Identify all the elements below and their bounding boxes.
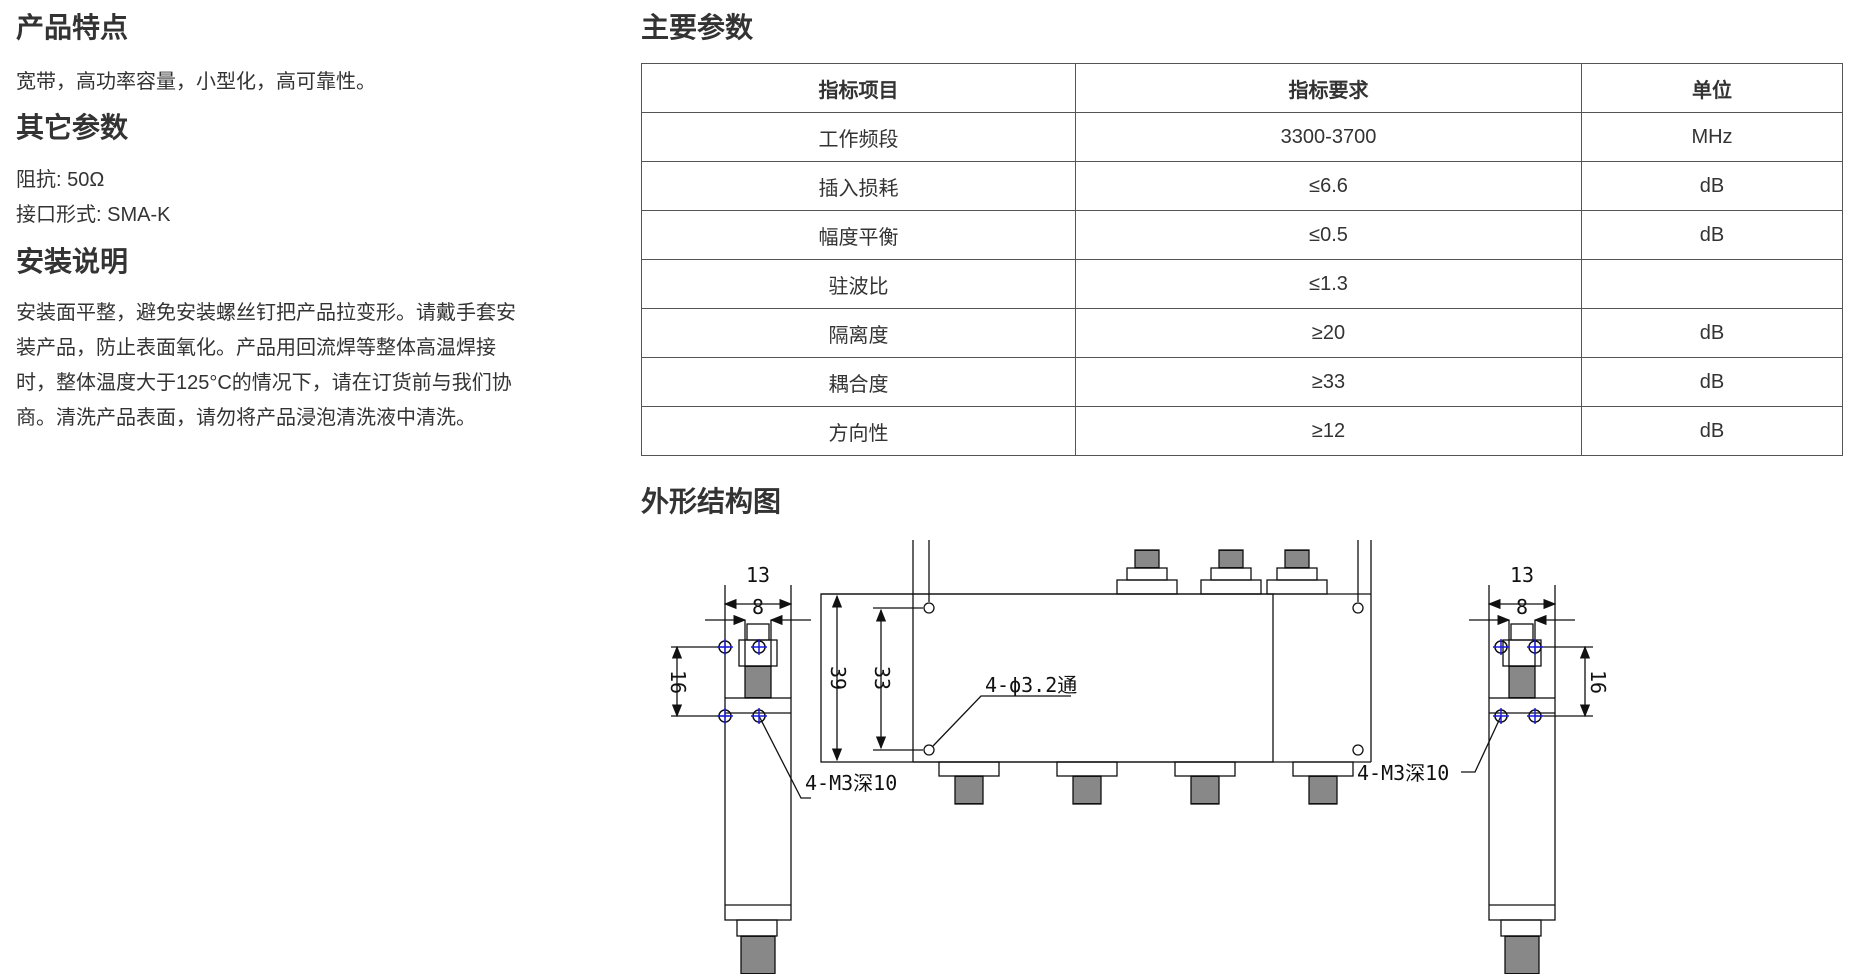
front-view <box>820 480 1372 805</box>
table-cell: 3300-3700 <box>1075 112 1582 162</box>
table-cell: dB <box>1581 406 1843 456</box>
hole-note: 4-ϕ3.2通 <box>985 673 1077 697</box>
table-cell: ≥33 <box>1075 357 1582 407</box>
outline-drawing: 13 8 13 8 105 99 16 16 39 33 4-ϕ3.2通 4-M… <box>641 463 1853 975</box>
features-title: 产品特点 <box>16 12 129 43</box>
table-row: 幅度平衡 ≤0.5 dB <box>641 210 1843 260</box>
table-row: 隔离度 ≥20 dB <box>641 308 1843 358</box>
table-cell: 方向性 <box>641 406 1076 456</box>
table-cell: ≤1.3 <box>1075 259 1582 309</box>
install-text: 安装面平整，避免安装螺丝钉把产品拉变形。请戴手套安 装产品，防止表面氧化。产品用… <box>16 296 586 436</box>
install-title: 安装说明 <box>16 246 129 277</box>
dim-39: 39 <box>826 666 850 690</box>
table-cell: 插入损耗 <box>641 161 1076 211</box>
table-cell: 耦合度 <box>641 357 1076 407</box>
table-cell: dB <box>1581 308 1843 358</box>
table-cell: ≥12 <box>1075 406 1582 456</box>
dim-8-right: 8 <box>1516 595 1528 619</box>
table-cell: dB <box>1581 357 1843 407</box>
table-cell: dB <box>1581 161 1843 211</box>
table-cell: dB <box>1581 210 1843 260</box>
header-unit: 单位 <box>1581 63 1843 113</box>
screw-holes <box>717 639 1543 724</box>
dim-8-left: 8 <box>752 595 764 619</box>
outline-title: 外形结构图 <box>641 486 782 517</box>
table-cell: ≤6.6 <box>1075 161 1582 211</box>
right-side-view <box>1461 585 1593 975</box>
table-cell: 工作频段 <box>641 112 1076 162</box>
dim-16-left: 16 <box>666 670 690 694</box>
impedance-text: 阻抗: 50Ω <box>16 169 105 191</box>
table-row: 插入损耗 ≤6.6 dB <box>641 161 1843 211</box>
install-line: 时，整体温度大于125°C的情况下，请在订货前与我们协 <box>16 372 512 394</box>
table-row: 方向性 ≥12 dB <box>641 406 1843 456</box>
interface-text: 接口形式: SMA-K <box>16 204 171 226</box>
install-line: 安装面平整，避免安装螺丝钉把产品拉变形。请戴手套安 <box>16 302 516 324</box>
table-cell: 幅度平衡 <box>641 210 1076 260</box>
table-header-row: 指标项目 指标要求 单位 <box>641 63 1843 113</box>
header-requirement: 指标要求 <box>1075 63 1582 113</box>
table-cell: MHz <box>1581 112 1843 162</box>
dim-13-right: 13 <box>1510 563 1534 587</box>
table-cell: ≤0.5 <box>1075 210 1582 260</box>
table-cell: 驻波比 <box>641 259 1076 309</box>
table-row: 耦合度 ≥33 dB <box>641 357 1843 407</box>
thread-note-right: 4-M3深10 <box>1357 761 1449 785</box>
table-row: 驻波比 ≤1.3 <box>641 259 1843 309</box>
table-cell: ≥20 <box>1075 308 1582 358</box>
table-cell <box>1581 259 1843 309</box>
params-table: 指标项目 指标要求 单位 工作频段 3300-3700 MHz 插入损耗 ≤6.… <box>641 63 1843 456</box>
thread-note-left: 4-M3深10 <box>805 771 897 795</box>
table-cell: 隔离度 <box>641 308 1076 358</box>
features-text: 宽带，高功率容量，小型化，高可靠性。 <box>16 71 376 93</box>
install-line: 商。清洗产品表面，请勿将产品浸泡清洗液中清洗。 <box>16 407 476 429</box>
dim-33: 33 <box>870 666 894 690</box>
table-row: 工作频段 3300-3700 MHz <box>641 112 1843 162</box>
install-line: 装产品，防止表面氧化。产品用回流焊等整体高温焊接 <box>16 337 496 359</box>
left-side-view <box>671 585 811 975</box>
dim-13-left: 13 <box>746 563 770 587</box>
dim-16-right: 16 <box>1586 670 1610 694</box>
other-params-title: 其它参数 <box>16 112 129 143</box>
outline-drawing-svg: 13 8 13 8 105 99 16 16 39 33 4-ϕ3.2通 4-M… <box>666 463 1610 975</box>
header-item: 指标项目 <box>641 63 1076 113</box>
main-params-title: 主要参数 <box>641 12 754 43</box>
